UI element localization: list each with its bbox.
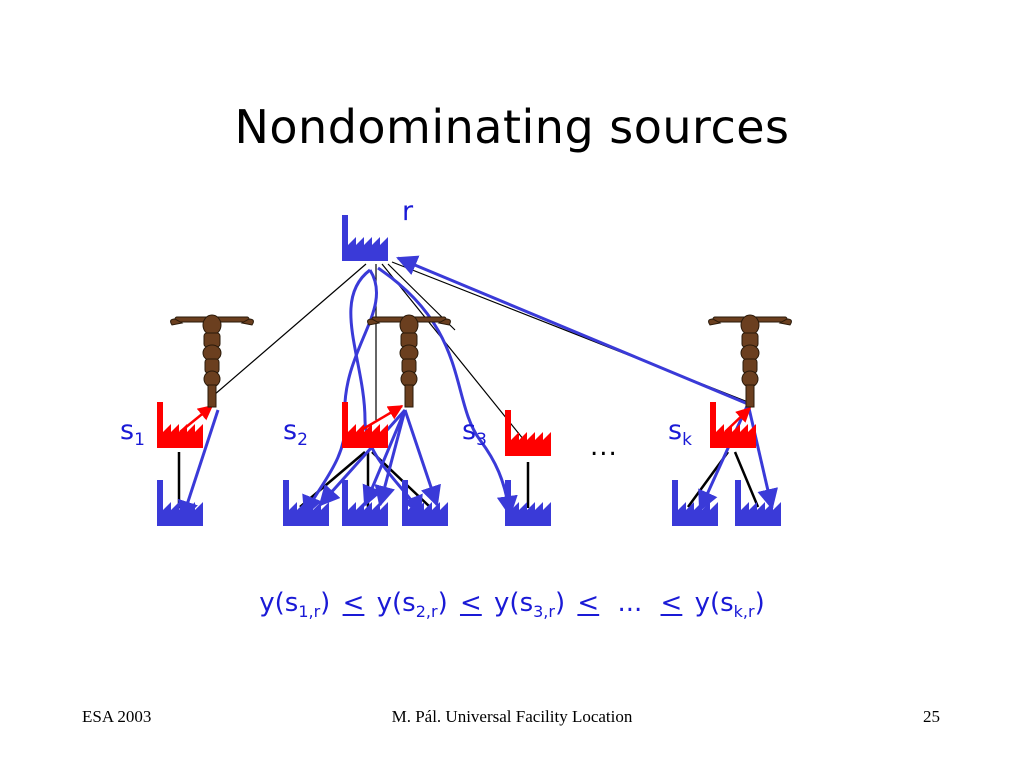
formula-term-k: y(sk,r) <box>694 588 765 621</box>
leq-operator: < <box>342 588 365 618</box>
formula-term-1: y(s1,r) <box>259 588 331 621</box>
factory-icon <box>342 215 388 261</box>
ellipsis: ... <box>590 432 618 462</box>
leq-operator: < <box>459 588 482 618</box>
factory-icon <box>735 480 781 526</box>
formula-term-2: y(s2,r) <box>376 588 448 621</box>
footer-conference: ESA 2003 <box>82 707 152 726</box>
leq-operator: < <box>660 588 683 618</box>
totem-pole-icon <box>170 314 254 408</box>
slide-title: Nondominating sources <box>234 100 790 154</box>
blue-arrows <box>177 255 778 522</box>
factory-icon <box>157 402 203 448</box>
leq-operator: < <box>577 588 600 618</box>
formula-ellipsis: ... <box>617 588 643 618</box>
root-label: r <box>402 196 414 227</box>
source-label-1: s1 <box>120 415 145 450</box>
source-label-k: sk <box>668 415 692 450</box>
source-label-3: s3 <box>462 415 487 450</box>
assignment-lines <box>177 451 760 508</box>
ordering-formula: y(s1,r) < y(s2,r) < y(s3,r) < ... < y(sk… <box>0 588 1024 621</box>
source-label-2: s2 <box>283 415 308 450</box>
footer-page-number: 25 <box>923 707 940 726</box>
factory-icon <box>505 410 551 456</box>
formula-term-3: y(s3,r) <box>494 588 566 621</box>
footer-title: M. Pál. Universal Facility Location <box>391 707 633 726</box>
